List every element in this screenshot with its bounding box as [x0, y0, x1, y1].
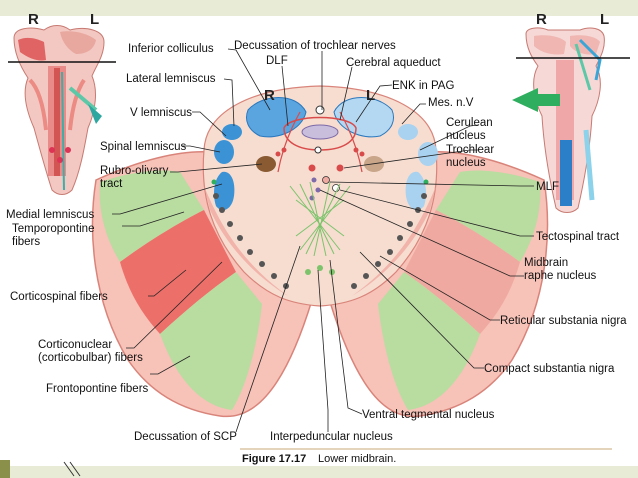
label-ventral-tegmental: Ventral tegmental nucleus: [362, 409, 495, 421]
label-cerulean-2: nucleus: [446, 130, 486, 142]
label-mes-n-v: Mes. n.V: [428, 97, 474, 109]
right-spinal-lemniscus: [418, 142, 438, 166]
label-corticonuclear-2: (corticobulbar) fibers: [38, 352, 143, 364]
midbrain-section: [91, 85, 549, 418]
label-rubro-olivary-1: Rubro-olivary: [100, 165, 169, 177]
slide-corner-accent: [0, 460, 10, 478]
label-reticular-sn: Reticular substania nigra: [500, 315, 627, 327]
label-v-lemniscus: V lemniscus: [130, 107, 192, 119]
right-trochlear-nucleus: [336, 164, 344, 172]
left-corticospinal-region: [120, 210, 236, 334]
left-medial-lemniscus: [214, 171, 235, 211]
periaqueductal-gray: [283, 116, 357, 151]
right-inset-l-label: L: [600, 11, 609, 28]
label-compact-sn: Compact substantia nigra: [484, 363, 615, 375]
scp-decussation: [289, 181, 351, 257]
label-midbrain-raphe-1: Midbrain: [524, 257, 568, 269]
left-inset-r-label: R: [28, 11, 39, 28]
center-r-label: R: [264, 87, 275, 104]
interpeduncular-nucleus: [305, 265, 335, 275]
label-temporopontine-1: Temporopontine: [12, 223, 94, 235]
left-temporopontine-region: [99, 170, 204, 262]
label-rubro-olivary-2: tract: [100, 178, 123, 190]
label-frontopontine-fibers: Frontopontine fibers: [46, 383, 149, 395]
right-temporopontine-region: [436, 170, 541, 262]
left-spinal-lemniscus: [214, 140, 234, 164]
label-trochlear-1: Trochlear: [446, 144, 494, 156]
leader-lines: [112, 48, 534, 433]
tegmentum: [202, 85, 438, 307]
compact-substantia-nigra: [213, 193, 427, 289]
left-brainstem-inset: R L: [8, 11, 116, 195]
label-inferior-colliculus: Inferior colliculus: [128, 43, 214, 55]
label-medial-lemniscus: Medial lemniscus: [6, 209, 94, 221]
caption-figure-number: Figure 17.17: [242, 453, 306, 465]
cerebral-aqueduct: [301, 124, 339, 140]
center-l-label: L: [366, 87, 375, 104]
label-tectospinal-tract: Tectospinal tract: [536, 231, 620, 243]
label-corticonuclear-1: Corticonuclear: [38, 339, 112, 351]
right-inset-r-label: R: [536, 11, 547, 28]
right-frontopontine-region: [378, 272, 480, 410]
left-frontopontine-region: [160, 272, 262, 410]
left-trochlear-nucleus: [308, 164, 316, 172]
right-brainstem-inset: R L: [512, 11, 630, 213]
label-decussation-scp: Decussation of SCP: [134, 431, 237, 443]
label-lateral-lemniscus: Lateral lemniscus: [126, 73, 216, 85]
label-enk-pag: ENK in PAG: [392, 80, 454, 92]
right-medial-lemniscus: [405, 171, 426, 211]
slide-bottom-bar: [0, 466, 638, 478]
cerulean-marker: [314, 146, 322, 154]
slide-decoration: [63, 461, 81, 477]
label-trochlear-2: nucleus: [446, 157, 486, 169]
left-red-nucleus: [256, 156, 276, 172]
label-dlf: DLF: [266, 55, 288, 67]
label-cerulean-1: Cerulean: [446, 117, 493, 129]
label-cerebral-aqueduct: Cerebral aqueduct: [346, 57, 441, 69]
right-lateral-lemniscus: [398, 124, 418, 140]
label-interpeduncular: Interpeduncular nucleus: [270, 431, 393, 443]
left-inset-l-label: L: [90, 11, 99, 28]
label-temporopontine-2: fibers: [12, 236, 40, 248]
label-corticospinal-fibers: Corticospinal fibers: [10, 291, 108, 303]
label-decussation-trochlear: Decussation of trochlear nerves: [234, 40, 396, 52]
label-mlf: MLF: [536, 181, 559, 193]
label-spinal-lemniscus: Spinal lemniscus: [100, 141, 187, 153]
label-midbrain-raphe-2: raphe nucleus: [524, 270, 596, 282]
mlf-marker: [322, 176, 330, 184]
dlf-marker: [315, 105, 325, 115]
caption-title: Lower midbrain.: [318, 453, 396, 465]
slide-top-bar: [0, 0, 638, 16]
left-lateral-lemniscus: [222, 124, 242, 140]
